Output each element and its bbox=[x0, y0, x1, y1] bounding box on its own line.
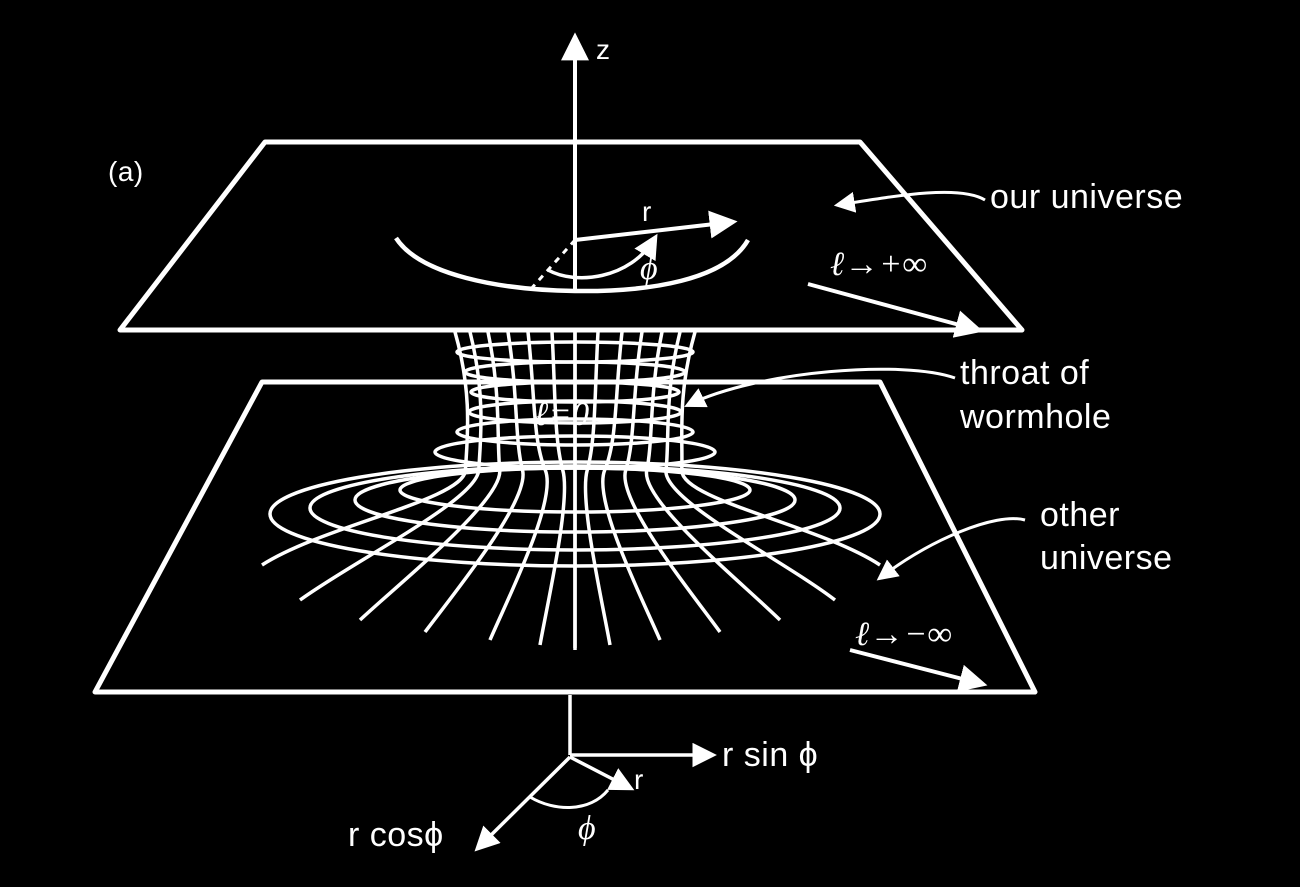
other-universe-pointer bbox=[876, 517, 1026, 581]
key-r-label: r bbox=[634, 764, 644, 795]
throat-center-label: ℓ=0 bbox=[534, 396, 590, 433]
key-phi-arc bbox=[529, 789, 610, 809]
throat-label-line2: wormhole bbox=[960, 398, 1112, 436]
upper-dashed-line bbox=[528, 238, 577, 292]
throat-label-line1: throat of bbox=[960, 354, 1090, 392]
key-r-arrow bbox=[569, 755, 635, 791]
lower-plane-circle bbox=[353, 466, 797, 534]
lower-plane-circle bbox=[308, 464, 842, 552]
other-universe-label-line1: other bbox=[1040, 496, 1120, 534]
key-y-axis bbox=[474, 755, 572, 852]
other-universe-label-line2: universe bbox=[1040, 539, 1173, 577]
throat-profile-line bbox=[679, 331, 881, 567]
throat-grid bbox=[261, 331, 881, 650]
key-y-label: r cosϕ bbox=[348, 816, 444, 854]
lower-limit-label: ℓ→−∞ bbox=[855, 616, 953, 653]
throat-profile-line bbox=[664, 331, 837, 602]
upper-phi-label: ϕ bbox=[640, 250, 659, 287]
throat-profile-line bbox=[298, 331, 483, 602]
lower-limit-arrow bbox=[849, 648, 988, 692]
lower-plane-circle bbox=[268, 460, 882, 568]
throat-profile-line bbox=[538, 331, 567, 646]
throat-profile-line bbox=[261, 331, 470, 567]
throat-profile-line bbox=[423, 331, 525, 634]
throat-profile-line bbox=[583, 331, 612, 646]
throat-profile-line bbox=[358, 331, 502, 622]
lower-plane-circles bbox=[268, 460, 882, 568]
throat-pointer bbox=[684, 367, 956, 408]
key-x-label: r sin ϕ bbox=[722, 736, 819, 774]
throat-profile-line bbox=[488, 331, 549, 641]
panel-label: (a) bbox=[108, 156, 144, 187]
our-universe-pointer bbox=[833, 190, 986, 213]
upper-r-arrow bbox=[574, 210, 738, 242]
upper-plane bbox=[117, 139, 1025, 333]
throat-profile-line bbox=[623, 331, 722, 634]
z-axis-label: z bbox=[596, 34, 611, 65]
upper-r-label: r bbox=[642, 196, 652, 227]
upper-limit-arrow bbox=[807, 282, 984, 338]
upper-plane-ring bbox=[394, 236, 750, 294]
lower-plane bbox=[92, 379, 1038, 695]
upper-limit-label: ℓ→+∞ bbox=[830, 246, 928, 283]
key-phi-label: ϕ bbox=[578, 810, 597, 847]
upper-phi-arc bbox=[547, 233, 658, 280]
our-universe-label: our universe bbox=[990, 178, 1184, 216]
throat-profile-line bbox=[601, 331, 662, 641]
throat-profile-line bbox=[644, 331, 782, 622]
